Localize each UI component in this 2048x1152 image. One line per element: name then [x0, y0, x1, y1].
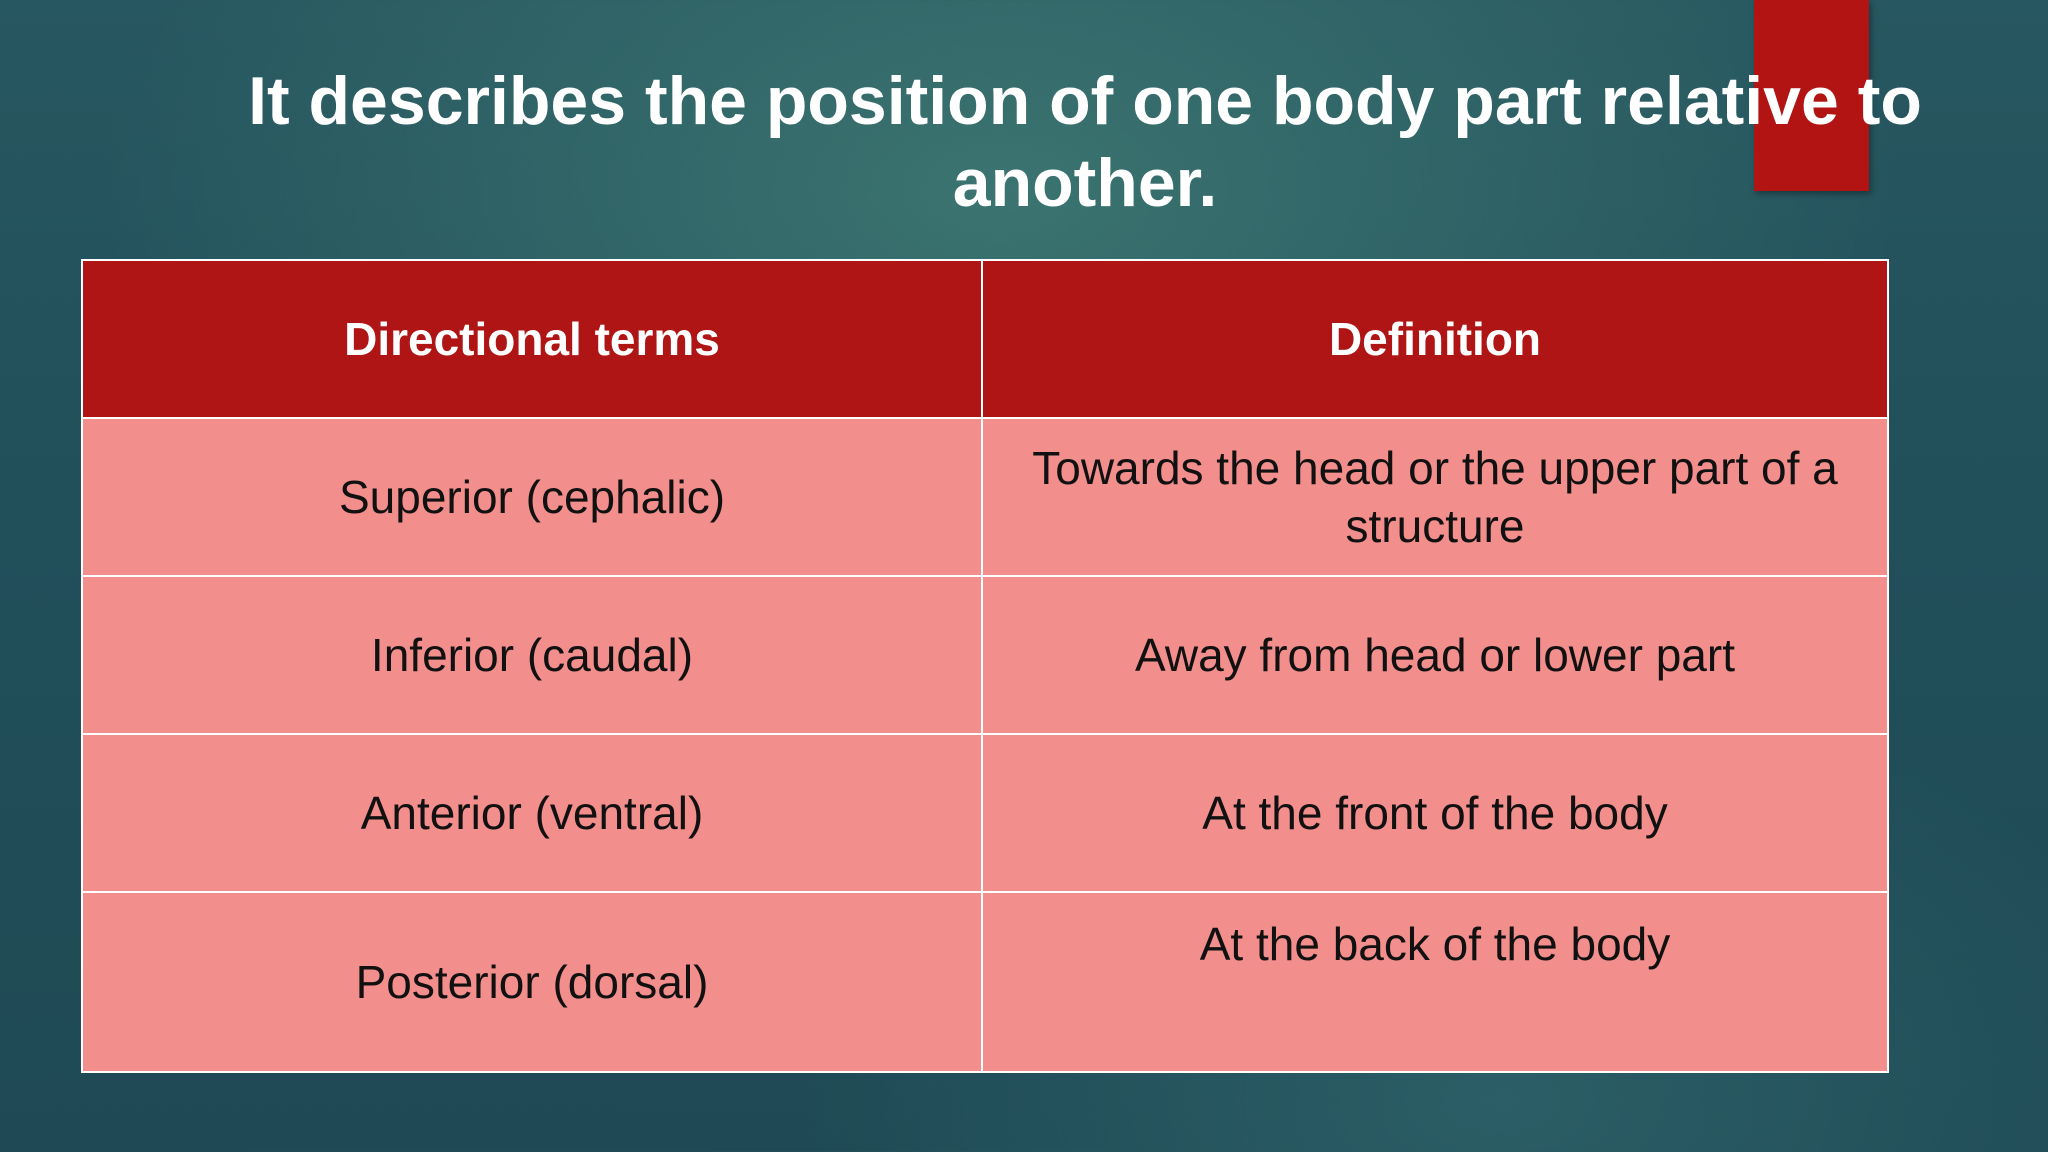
- term-cell: Inferior (caudal): [81, 575, 983, 735]
- table-row: Posterior (dorsal) At the back of the bo…: [81, 891, 1889, 1073]
- term-cell: Posterior (dorsal): [81, 891, 983, 1073]
- slide-title-line-2: another.: [952, 145, 1218, 221]
- table-header-row: Directional terms Definition: [81, 259, 1889, 419]
- header-directional-terms: Directional terms: [81, 259, 983, 419]
- definition-cell: Towards the head or the upper part of a …: [981, 417, 1889, 577]
- table-row: Superior (cephalic) Towards the head or …: [81, 417, 1889, 577]
- slide-title: It describes the position of one body pa…: [120, 60, 2048, 224]
- table-row: Anterior (ventral) At the front of the b…: [81, 733, 1889, 893]
- term-cell: Anterior (ventral): [81, 733, 983, 893]
- header-definition: Definition: [981, 259, 1889, 419]
- accent-bar: [1754, 0, 1869, 191]
- definition-cell: At the back of the body: [981, 891, 1889, 1073]
- term-cell: Superior (cephalic): [81, 417, 983, 577]
- table-row: Inferior (caudal) Away from head or lowe…: [81, 575, 1889, 735]
- definition-cell: Away from head or lower part: [981, 575, 1889, 735]
- directional-terms-table: Directional terms Definition Superior (c…: [81, 259, 1889, 1073]
- slide-title-line-1: It describes the position of one body pa…: [248, 63, 1922, 139]
- definition-cell: At the front of the body: [981, 733, 1889, 893]
